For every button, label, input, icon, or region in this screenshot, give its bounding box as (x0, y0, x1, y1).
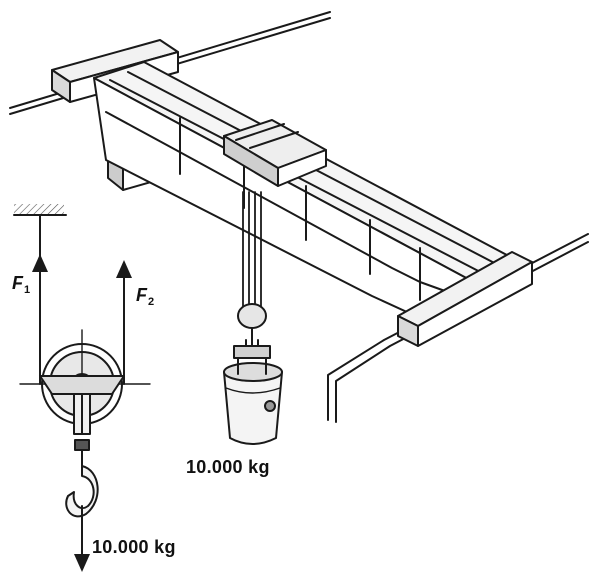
ceiling-support (13, 204, 67, 216)
hoist-ropes (242, 191, 262, 309)
bridge-girder (93, 61, 521, 319)
force-2-symbol: F (136, 285, 147, 305)
force-1-symbol: F (12, 273, 23, 293)
label-load-hook: 10.000 kg (92, 537, 176, 557)
force-1-subscript: 1 (24, 284, 31, 296)
trolley (223, 119, 327, 187)
crane-hook-block (237, 303, 267, 349)
label-force-1: F1 (12, 274, 30, 296)
label-force-2: F2 (136, 286, 154, 308)
hook-free-body (65, 439, 99, 518)
force-2-subscript: 2 (148, 296, 155, 308)
pulley-yoke (39, 375, 125, 435)
end-carriage-right (397, 251, 533, 347)
load-bucket (223, 345, 283, 445)
label-load-crane: 10.000 kg (186, 457, 270, 477)
